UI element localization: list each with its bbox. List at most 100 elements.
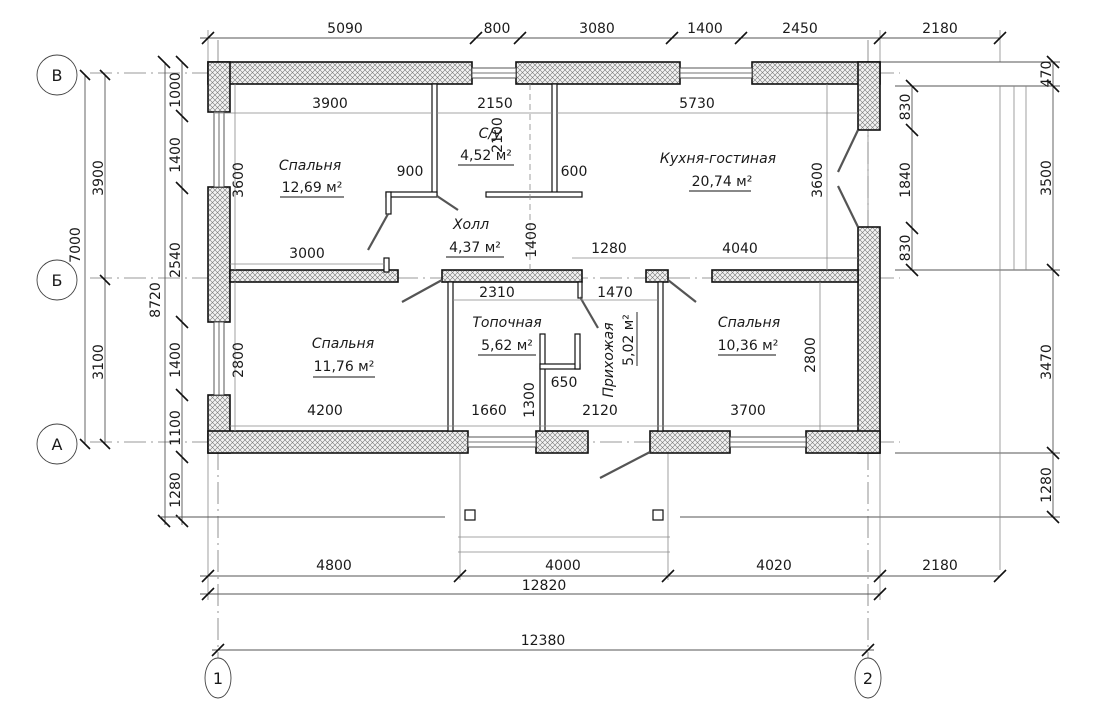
dim-bed2-height: 2800 bbox=[231, 342, 247, 378]
dim-right-outer-4: 1280 bbox=[1039, 467, 1055, 503]
dim-hall-height: 1400 bbox=[524, 222, 540, 258]
dim-right-outer-1: 470 bbox=[1039, 61, 1055, 88]
axis-label-b: Б bbox=[52, 271, 63, 290]
room-bedroom-2: Спальня 11,76 м² bbox=[312, 336, 375, 378]
dim-boiler-width: 2310 bbox=[479, 285, 515, 301]
room-bedroom-1: Спальня 12,69 м² bbox=[279, 158, 344, 198]
dim-bottom-2: 4000 bbox=[545, 558, 581, 574]
wall-bottom-1 bbox=[207, 430, 469, 454]
partition-hall-top bbox=[385, 191, 438, 198]
partition-bed2-boiler bbox=[447, 281, 454, 432]
room-kitchen-living: Кухня-гостиная 20,74 м² bbox=[660, 151, 776, 192]
room-area: 20,74 м² bbox=[692, 174, 753, 190]
dim-bottom-1: 4800 bbox=[316, 558, 352, 574]
dim-step: 650 bbox=[551, 375, 578, 391]
dim-bed1-height: 3600 bbox=[231, 162, 247, 198]
wall-b-1 bbox=[229, 269, 399, 283]
wall-left-2 bbox=[207, 186, 231, 323]
room-area: 4,37 м² bbox=[449, 240, 501, 256]
wall-b-4 bbox=[711, 269, 859, 283]
dim-right-inner-1: 830 bbox=[898, 94, 914, 121]
dim-entry-width: 1470 bbox=[597, 285, 633, 301]
partition-bed1-bath bbox=[431, 83, 438, 197]
dim-bottom-3: 4020 bbox=[756, 558, 792, 574]
porch-post-right bbox=[652, 509, 664, 521]
dim-bed3-width: 3700 bbox=[730, 403, 766, 419]
room-name: Спальня bbox=[312, 336, 374, 352]
partition-bath-kitchen bbox=[551, 83, 558, 197]
dim-bath-wall: 600 bbox=[561, 164, 588, 180]
door-entrance bbox=[599, 451, 651, 479]
room-name: Топочная bbox=[472, 315, 541, 331]
room-area: 4,52 м² bbox=[460, 148, 512, 164]
axis-label-1: 1 bbox=[213, 669, 223, 688]
top-dimension-chain: 5090 800 3080 1400 2450 2180 bbox=[200, 21, 1007, 62]
dim-top-4: 1400 bbox=[687, 21, 723, 37]
left-dimension-chains: 3900 3100 7000 8720 1000 1400 2540 1400 … bbox=[68, 55, 189, 528]
room-area: 10,36 м² bbox=[718, 338, 779, 354]
room-bedroom-3: Спальня 10,36 м² bbox=[718, 315, 780, 356]
room-boiler: Топочная 5,62 м² bbox=[472, 315, 542, 356]
partition-step-up bbox=[574, 333, 581, 370]
room-name: Холл bbox=[452, 217, 489, 233]
axis-marker-a: А bbox=[36, 423, 78, 465]
door-boiler bbox=[579, 296, 599, 329]
dim-top-3: 3080 bbox=[579, 21, 615, 37]
dim-right-outer-3: 3470 bbox=[1039, 344, 1055, 380]
wall-top-1 bbox=[207, 61, 473, 85]
dim-top-2: 800 bbox=[484, 21, 511, 37]
wall-bottom-4 bbox=[805, 430, 881, 454]
interior-dimensions: 3900 3600 3000 900 2150 2100 600 5730 36… bbox=[215, 84, 860, 431]
dim-left-inner-2: 1400 bbox=[168, 137, 184, 173]
dim-right-inner-3: 830 bbox=[898, 235, 914, 262]
door-bathroom bbox=[436, 195, 459, 211]
dim-top-5: 2450 bbox=[782, 21, 818, 37]
dim-bed1-bottom: 3000 bbox=[289, 246, 325, 262]
axis-marker-1: 1 bbox=[204, 657, 232, 699]
dim-bed3-height: 2800 bbox=[803, 337, 819, 373]
axis-label-a: А bbox=[52, 435, 63, 454]
dim-bottom-axis: 12380 bbox=[521, 633, 566, 649]
wall-b-3 bbox=[645, 269, 669, 283]
dim-top-6: 2180 bbox=[922, 21, 958, 37]
door-terrace-1 bbox=[837, 129, 859, 173]
room-name: Прихожая bbox=[601, 323, 617, 398]
dim-left-outer-total: 7000 bbox=[68, 227, 84, 263]
room-labels: Спальня 12,69 м² С/у 4,52 м² Кухня-гости… bbox=[279, 126, 780, 397]
wall-bottom-2 bbox=[535, 430, 589, 454]
dim-bed2-width: 4200 bbox=[307, 403, 343, 419]
dim-kitchen-b2: 4040 bbox=[722, 241, 758, 257]
room-bathroom: С/у 4,52 м² bbox=[458, 126, 514, 166]
partition-bed1-door bbox=[383, 257, 390, 273]
room-name: Кухня-гостиная bbox=[660, 151, 776, 167]
door-terrace-2 bbox=[837, 185, 859, 228]
partitions bbox=[383, 83, 664, 432]
exterior-walls bbox=[207, 61, 881, 454]
right-dimension-chains: 830 1840 830 470 3500 3470 1280 bbox=[680, 55, 1060, 570]
room-area: 11,76 м² bbox=[314, 359, 375, 375]
dim-bath-width: 2150 bbox=[477, 96, 513, 112]
dim-left-inner-3: 2540 bbox=[168, 242, 184, 278]
wall-right-1 bbox=[857, 61, 881, 131]
partition-boiler-top bbox=[577, 281, 583, 299]
partition-hall-stub bbox=[385, 191, 392, 215]
dim-bottom-total: 12820 bbox=[522, 578, 567, 594]
dim-kitchen-b1: 1280 bbox=[591, 241, 627, 257]
dim-left-inner-6: 1280 bbox=[168, 472, 184, 508]
dim-bed1-width: 3900 bbox=[312, 96, 348, 112]
porch-post-left bbox=[464, 509, 476, 521]
dim-bath-height: 2100 bbox=[490, 117, 506, 153]
room-name: Спальня bbox=[718, 315, 780, 331]
partition-bath-bottom bbox=[485, 191, 583, 198]
room-area: 12,69 м² bbox=[282, 180, 343, 196]
dim-left-inner-5: 1100 bbox=[168, 410, 184, 446]
dim-right-inner-2: 1840 bbox=[898, 162, 914, 198]
room-name: С/у bbox=[479, 126, 502, 142]
room-area: 5,62 м² bbox=[481, 338, 533, 354]
wall-left-1 bbox=[207, 61, 231, 113]
room-entrance: Прихожая 5,02 м² bbox=[601, 312, 638, 398]
wall-top-2 bbox=[515, 61, 681, 85]
partition-step bbox=[539, 363, 581, 370]
dim-left-inner-4: 1400 bbox=[168, 342, 184, 378]
